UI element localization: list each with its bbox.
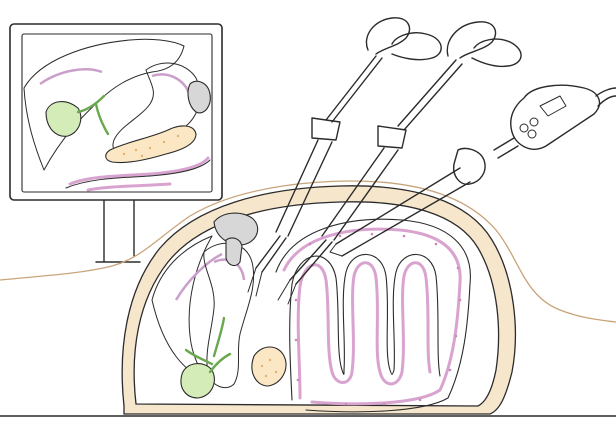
gallbladder [181, 364, 214, 398]
laparoscope-camera-head [511, 85, 600, 149]
patient-body [0, 181, 616, 416]
laparoscope-dial-1 [520, 124, 528, 132]
spleen-tail [226, 238, 242, 265]
grasper-right-shaft [398, 60, 462, 130]
grasper-left-shaft [326, 56, 382, 122]
grasper-left-handle [366, 18, 441, 60]
laparoscope-coupler [494, 138, 518, 158]
grasper-right-handle [447, 22, 521, 67]
monitor-stand [96, 198, 140, 262]
laparoscope-dial-3 [528, 130, 536, 138]
grasper-left-trocar [312, 118, 340, 140]
laparoscope-dial-2 [530, 118, 538, 126]
laparoscope-camera-button [540, 96, 566, 116]
laparoscope-trocar [454, 148, 485, 184]
grasper-right-trocar [378, 126, 406, 148]
